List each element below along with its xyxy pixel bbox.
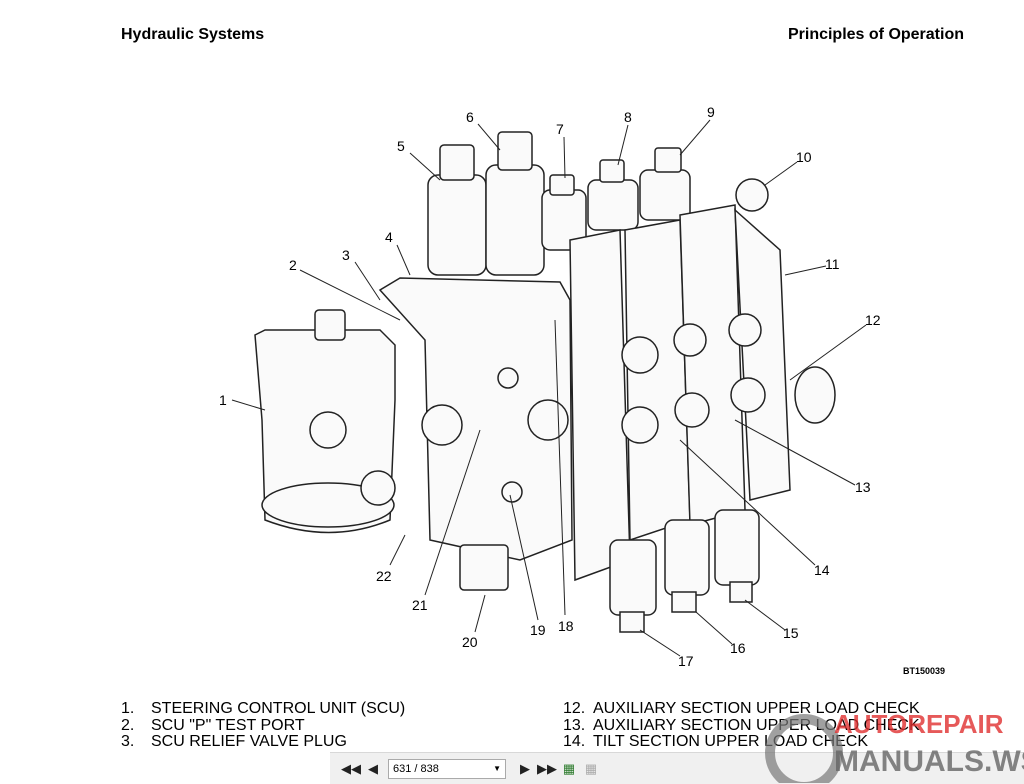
callout-17: 17 (678, 653, 694, 669)
legend-text: STEERING CONTROL UNIT (SCU) (151, 700, 406, 717)
legend-item: 14. TILT SECTION UPPER LOAD CHECK (563, 733, 920, 751)
legend-item: 2. SCU "P" TEST PORT (121, 716, 405, 735)
callout-15: 15 (783, 625, 799, 641)
callout-4: 4 (385, 229, 393, 245)
legend-num: 3. (121, 733, 135, 750)
legend-right: 12. AUXILIARY SECTION UPPER LOAD CHECK 13… (563, 700, 920, 751)
callout-1: 1 (219, 392, 227, 408)
hydraulic-valve-diagram: 1 2 3 4 5 6 7 8 9 10 11 12 13 14 15 16 1… (219, 104, 881, 669)
callout-3: 3 (342, 247, 350, 263)
page-select[interactable]: 631 / 838 ▼ (388, 758, 506, 779)
first-page-icon[interactable]: ◀◀ (341, 760, 361, 776)
callout-10: 10 (796, 149, 812, 165)
callout-18: 18 (558, 618, 574, 634)
page-value: 631 / 838 (393, 762, 439, 775)
legend-num: 14. (563, 733, 586, 750)
callout-7: 7 (556, 121, 564, 137)
callout-20: 20 (462, 634, 478, 650)
callout-8: 8 (624, 109, 632, 125)
callout-12: 12 (865, 312, 881, 328)
callout-21: 21 (412, 597, 428, 613)
legend-item: 1. STEERING CONTROL UNIT (SCU) (121, 700, 406, 718)
callout-19: 19 (530, 622, 546, 638)
legend-num: 12. (563, 700, 586, 717)
callout-5: 5 (397, 138, 405, 154)
callout-9: 9 (707, 104, 715, 120)
legend-text: AUXILIARY SECTION UPPER LOAD CHECK (593, 700, 920, 717)
figure-id: BT150039 (903, 666, 946, 676)
callout-16: 16 (730, 640, 746, 656)
next-page-icon[interactable]: ▶ (520, 760, 530, 776)
legend-num: 1. (121, 700, 135, 717)
callout-13: 13 (855, 479, 871, 495)
callout-22: 22 (376, 568, 392, 584)
legend-num: 13. (563, 716, 586, 734)
prev-page-icon[interactable]: ◀ (368, 760, 378, 776)
callout-14: 14 (814, 562, 830, 578)
legend-text: SCU RELIEF VALVE PLUG (151, 733, 347, 750)
legend-item: 13. AUXILIARY SECTION UPPER LOAD CHECK (563, 716, 920, 735)
callout-2: 2 (289, 257, 297, 273)
last-page-icon[interactable]: ▶▶ (537, 760, 557, 776)
legend-text: TILT SECTION UPPER LOAD CHECK (593, 733, 869, 750)
callout-6: 6 (466, 109, 474, 125)
table-icon[interactable]: ▦ (562, 760, 576, 776)
legend-item: 3. SCU RELIEF VALVE PLUG (121, 733, 405, 751)
header-section-title: Hydraulic Systems (121, 26, 265, 43)
header-chapter-title: Principles of Operation (787, 26, 964, 43)
callout-11: 11 (825, 256, 840, 272)
legend-text: SCU "P" TEST PORT (151, 716, 305, 734)
legend-left: 1. STEERING CONTROL UNIT (SCU) 2. SCU "P" … (121, 700, 406, 751)
legend-num: 2. (121, 716, 135, 734)
pdf-toolbar: ◀◀ ◀ 631 / 838 ▼ ▶ ▶▶ ▦ ▦ (330, 752, 1024, 784)
chevron-down-icon: ▼ (493, 764, 501, 773)
legend-item: 12. AUXILIARY SECTION UPPER LOAD CHECK (563, 700, 920, 718)
legend-text: AUXILIARY SECTION UPPER LOAD CHECK (593, 716, 920, 734)
table-disabled-icon[interactable]: ▦ (584, 760, 598, 776)
